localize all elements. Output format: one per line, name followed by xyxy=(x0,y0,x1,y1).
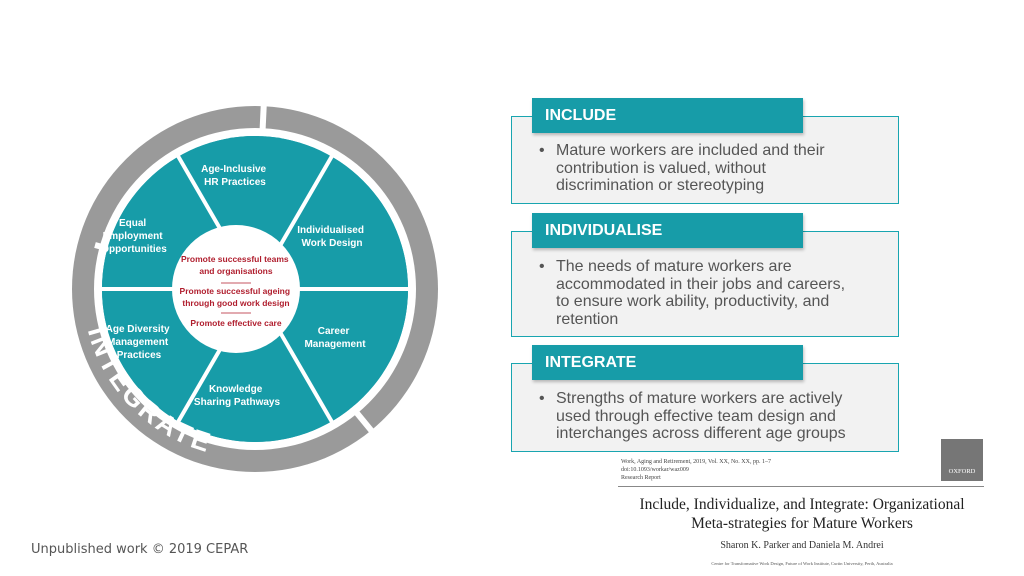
paper-authors: Sharon K. Parker and Daniela M. Andrei xyxy=(720,540,884,551)
segment-work-design: Individualised Work Design xyxy=(297,225,366,249)
strategy-wheel-diagram: INCLUDE INDIVIDUALISE INTEGRATE Age-Incl… xyxy=(72,48,470,472)
segment-age-diversity: Age Diversity Management Practices xyxy=(106,324,173,361)
journal-line: Work, Aging and Retirement, 2019, Vol. X… xyxy=(621,459,771,465)
center-care-statement: Promote effective care xyxy=(190,318,281,328)
card-body: •Mature workers are included and their c… xyxy=(539,142,825,194)
card-heading: INDIVIDUALISE xyxy=(532,213,803,248)
segment-equal-employment: Equal Employment Opportunities xyxy=(101,218,167,255)
center-teams-statement: Promote successful teams and organisatio… xyxy=(181,254,291,276)
center-ageing-statement: Promote successful ageing through good w… xyxy=(180,286,293,308)
card-box xyxy=(511,231,899,337)
card-heading: INCLUDE xyxy=(532,98,803,133)
report-type-line: Research Report xyxy=(621,475,661,481)
doi-line: doi:10.1093/workar/waz009 xyxy=(621,467,689,473)
paper-title: Include, Individualize, and Integrate: O… xyxy=(639,496,965,532)
card-body: •Strengths of mature workers are activel… xyxy=(539,390,846,442)
paper-affiliation: Centre for Transformative Work Design, F… xyxy=(711,561,893,566)
card-body: •The needs of mature workers are accommo… xyxy=(539,258,846,328)
center-circle xyxy=(172,225,300,353)
card-heading: INTEGRATE xyxy=(532,345,803,380)
bullet-point: • xyxy=(539,258,545,275)
oxford-logo: OXFORD xyxy=(941,439,983,481)
segment-knowledge-sharing: Knowledge Sharing Pathways xyxy=(194,384,281,408)
segment-hr-practices: Age-Inclusive HR Practices xyxy=(201,164,269,188)
bullet-point: • xyxy=(539,142,545,159)
paper-divider xyxy=(618,486,984,487)
segment-career-management: Career Management xyxy=(304,326,366,350)
bullet-point: • xyxy=(539,390,545,407)
copyright-footer: Unpublished work © 2019 CEPAR xyxy=(31,542,249,557)
